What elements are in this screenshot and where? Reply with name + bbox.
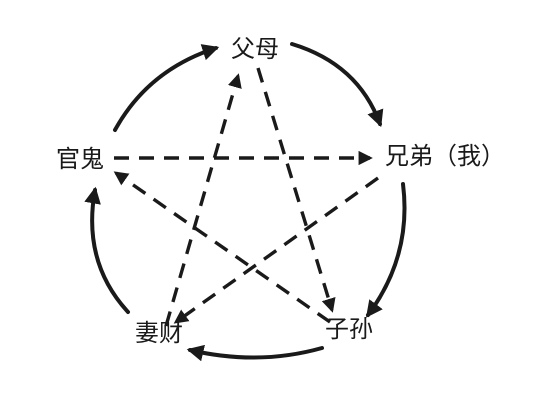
cycle-arrow-qicai-guangui	[84, 186, 130, 314]
label-layer: 父母 兄弟（我） 子孙 妻财 官鬼	[56, 35, 505, 347]
cycle-arrow-guangui-fumu	[113, 44, 220, 132]
star-arrow-fumu-zisun	[256, 67, 336, 313]
node-label-fumu: 父母	[231, 35, 279, 63]
edge-layer	[84, 42, 407, 362]
star-arrow-zisun-guangui	[113, 171, 331, 324]
node-label-qicai: 妻财	[135, 319, 183, 347]
node-label-xiongdi: 兄弟（我）	[385, 142, 505, 170]
cycle-arrow-fumu-xiongdi	[290, 42, 384, 128]
cycle-arrow-xiongdi-zisun	[365, 182, 407, 318]
cycle-arrow-zisun-qicai	[186, 344, 324, 362]
node-label-guangui: 官鬼	[56, 145, 104, 173]
star-arrow-xiongdi-qicai	[173, 176, 379, 324]
star-arrow-qicai-fumu	[164, 73, 242, 327]
node-label-zisun: 子孙	[325, 315, 373, 343]
